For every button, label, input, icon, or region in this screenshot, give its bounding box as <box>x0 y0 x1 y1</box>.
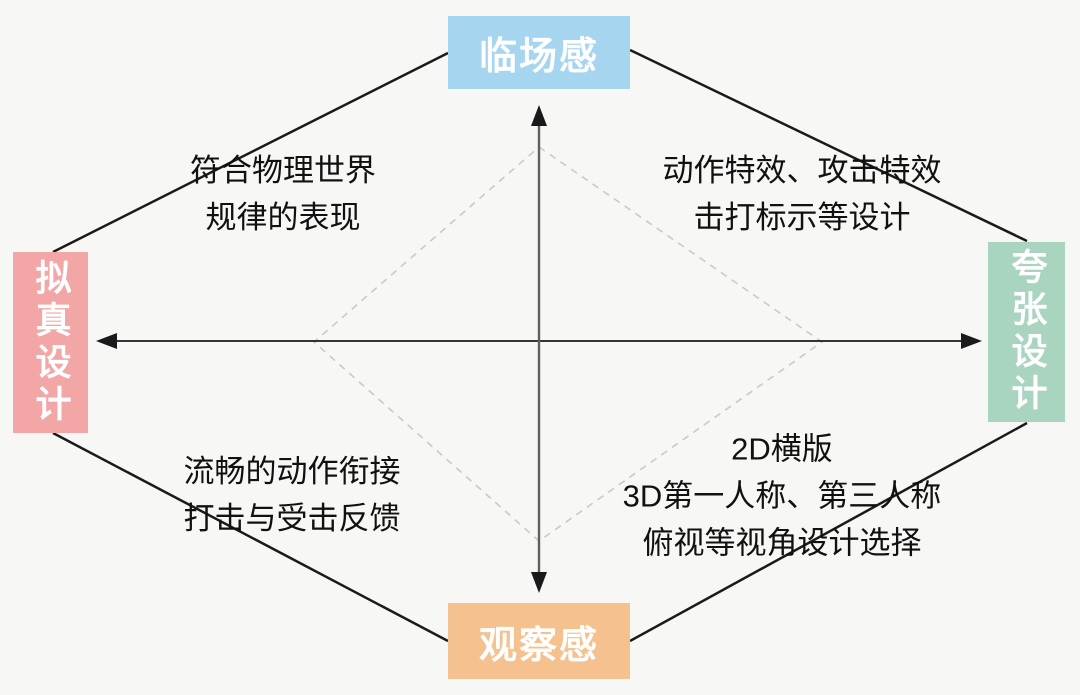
axis-label-observation: 观察感 <box>478 624 599 667</box>
axis-box-exaggerated-design: 夸张设计 <box>988 242 1065 422</box>
vertical-axis-arrowhead-top <box>531 105 547 126</box>
quadrant-text-line: 流畅的动作衔接 <box>183 454 401 489</box>
outer-diamond-edge-top-right <box>629 48 1028 243</box>
quadrant-text-line: 规律的表现 <box>205 200 361 235</box>
axis-box-presence: 临场感 <box>448 16 630 89</box>
quadrant-text-line: 3D第一人称、第三人称 <box>622 478 942 514</box>
horizontal-axis-arrowhead-left <box>96 333 117 349</box>
quadrant-text-line: 击打标示等设计 <box>693 200 911 235</box>
outer-diamond-edge-top-left <box>52 51 449 254</box>
quadrant-text-top-right: 动作特效、攻击特效 击打标示等设计 <box>663 147 942 241</box>
quadrant-text-bottom-left: 流畅的动作衔接 打击与受击反馈 <box>184 448 401 542</box>
axis-label-realistic-design: 拟真设计 <box>30 258 72 427</box>
outer-diamond-edge-bottom-right <box>629 421 1028 643</box>
axis-label-exaggerated-design: 夸张设计 <box>1006 248 1048 416</box>
quadrant-text-bottom-right: 2D横版 3D第一人称、第三人称 俯视等视角设计选择 <box>623 426 942 567</box>
quadrant-text-line: 打击与受击反馈 <box>183 501 401 536</box>
vertical-axis-arrowhead-bottom <box>531 572 547 593</box>
axis-label-presence: 临场感 <box>478 36 599 78</box>
axis-box-observation: 观察感 <box>448 603 630 679</box>
quadrant-text-line: 动作特效、攻击特效 <box>662 153 942 188</box>
quadrant-text-line: 俯视等视角设计选择 <box>642 525 922 561</box>
quadrant-text-top-left: 符合物理世界 规律的表现 <box>190 147 376 241</box>
axis-box-realistic-design: 拟真设计 <box>13 252 88 433</box>
quadrant-text-line: 符合物理世界 <box>190 153 376 188</box>
horizontal-axis-arrowhead-right <box>961 333 982 349</box>
outer-diamond-edge-bottom-left <box>52 431 449 643</box>
quadrant-text-line: 2D横版 <box>731 431 833 467</box>
